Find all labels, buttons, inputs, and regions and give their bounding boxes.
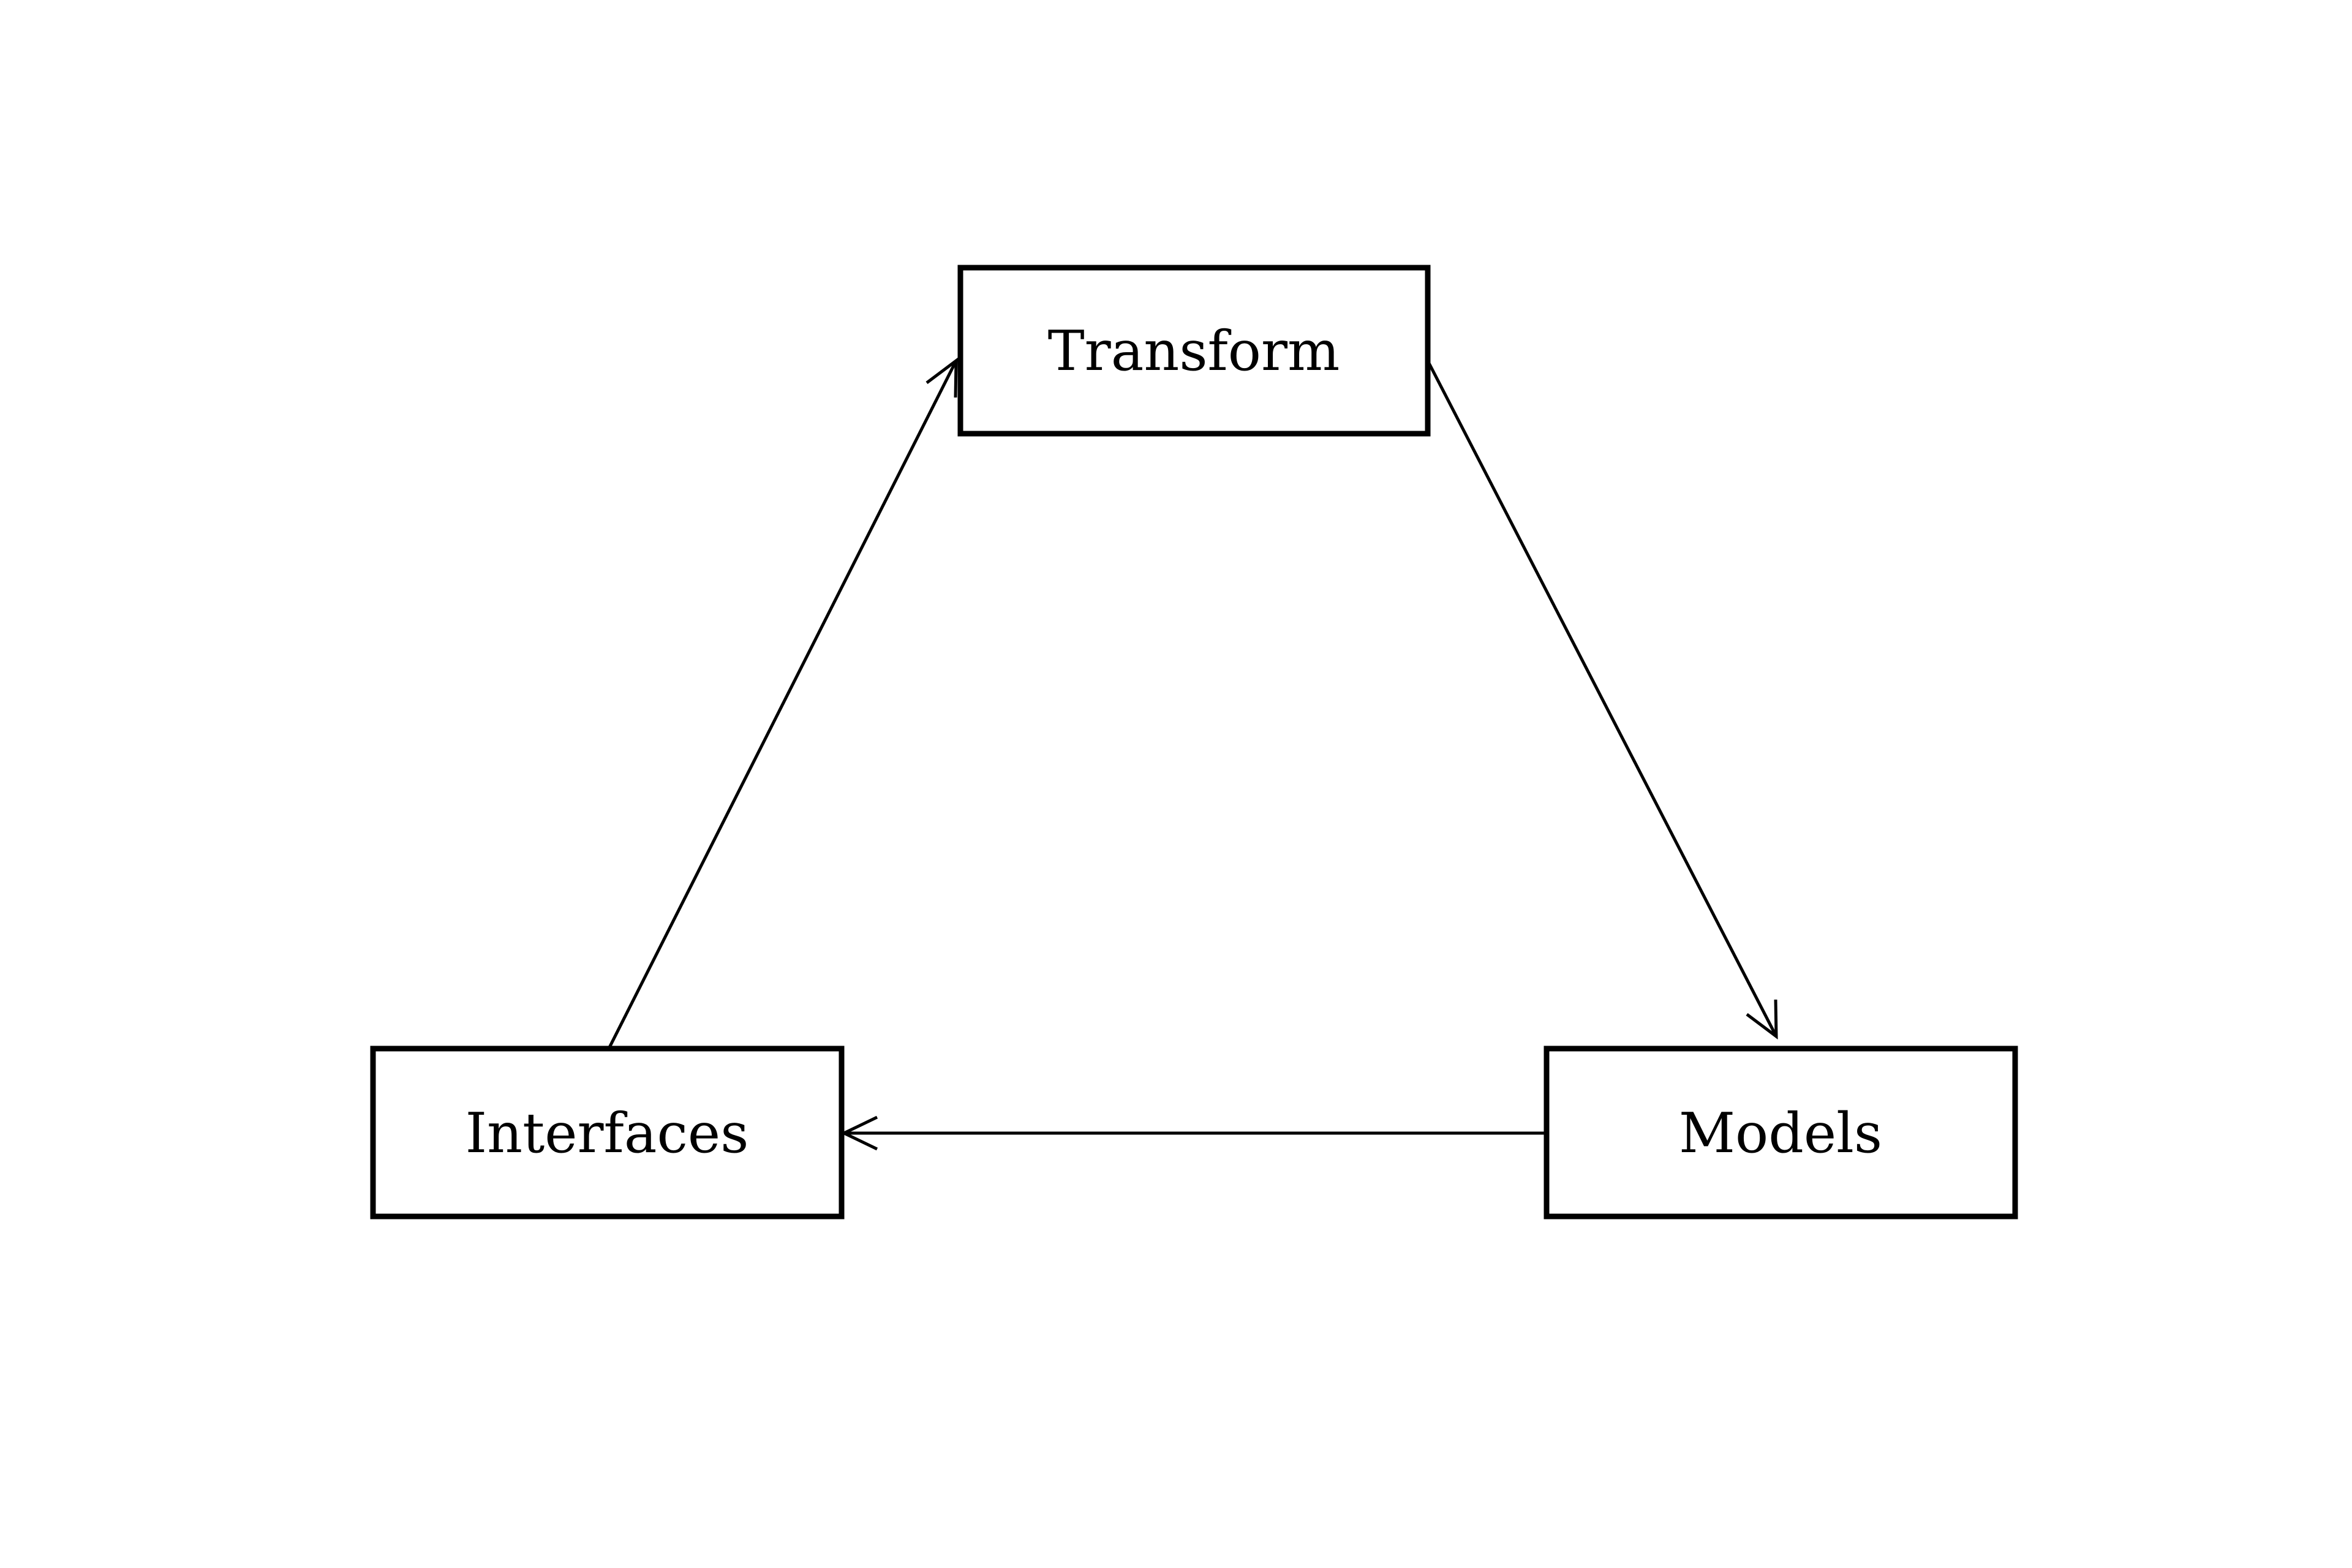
- arrowhead-icon: [925, 357, 958, 398]
- node-interfaces-label: Interfaces: [466, 1101, 749, 1166]
- arrowhead-icon: [1746, 999, 1778, 1040]
- node-transform: Transform: [957, 265, 1431, 437]
- node-interfaces: Interfaces: [370, 1046, 845, 1219]
- node-models-label: Models: [1679, 1101, 1882, 1166]
- edge-interfaces-to-transform-line: [607, 360, 958, 1050]
- node-interfaces-box: [370, 1046, 845, 1219]
- node-transform-box: [957, 265, 1431, 437]
- node-transform-label: Transform: [1048, 319, 1340, 383]
- edge-models-to-interfaces: [840, 1115, 1547, 1151]
- edge-transform-to-models-line: [1426, 360, 1778, 1038]
- node-models: Models: [1544, 1046, 2018, 1219]
- edge-transform-to-models: [1426, 360, 1778, 1040]
- edge-interfaces-to-transform: [607, 357, 958, 1050]
- node-models-box: [1544, 1046, 2018, 1219]
